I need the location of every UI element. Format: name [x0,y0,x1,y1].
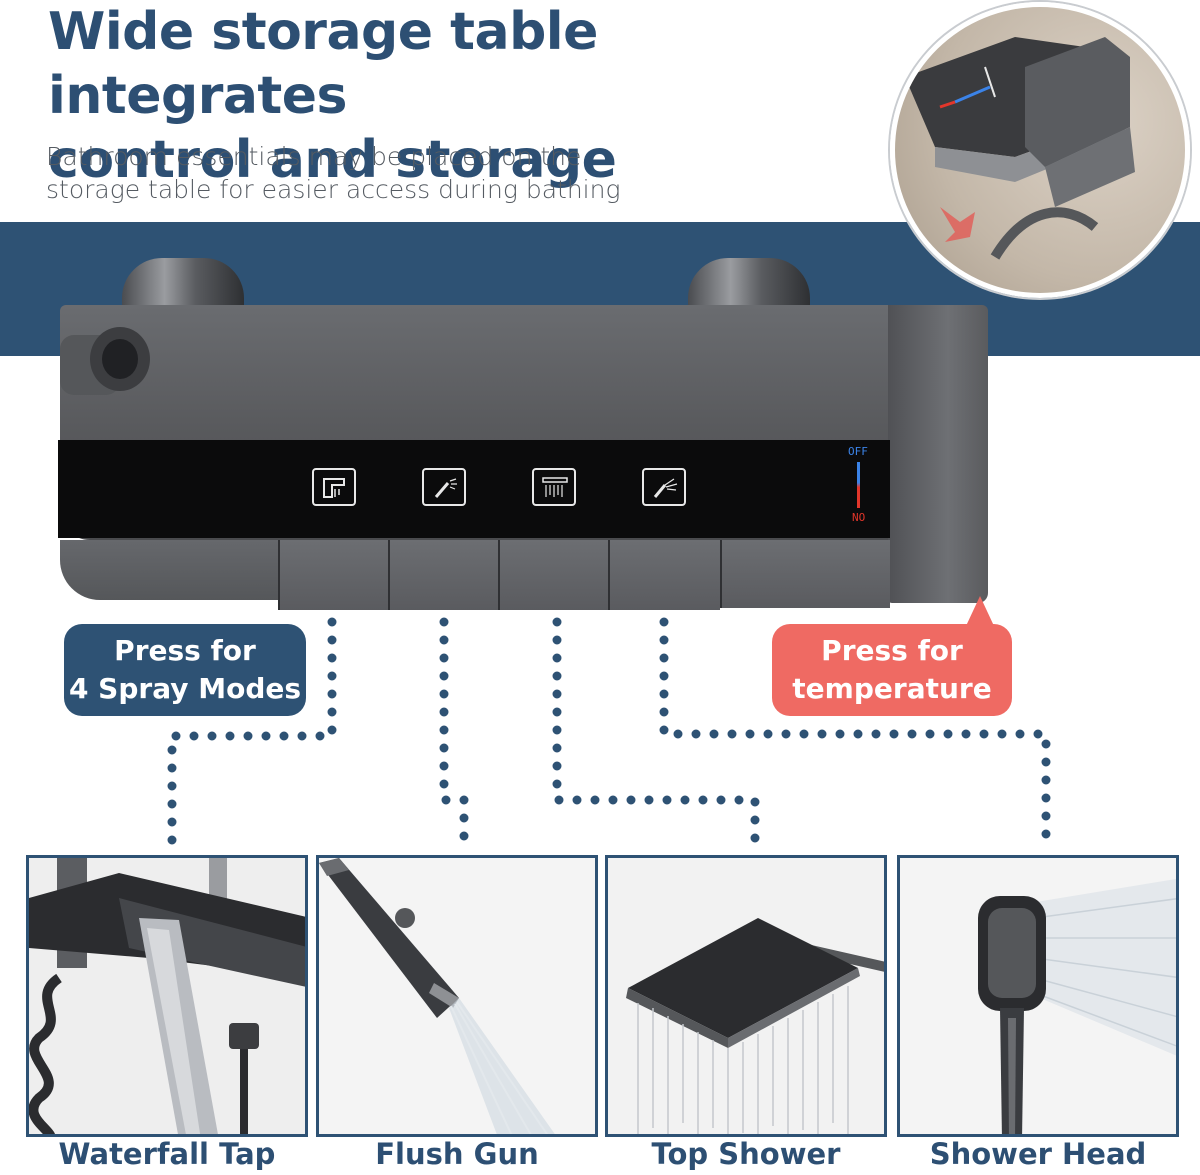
page-subtitle-line-1: Bathroom essentials may be placed on the [46,142,582,171]
shower-control-console: OFF NO [40,305,990,610]
waterfall-tap-label: Waterfall Tap [58,1137,276,1171]
connector-waterfall-tap [167,617,337,855]
temperature-on-label: NO [852,511,866,524]
shower-head-mode-icon [642,468,686,506]
flush-gun-icon [319,858,595,1134]
shower-head-label: Shower Head [929,1137,1147,1171]
top-shower-label: Top Shower [651,1137,841,1171]
top-shower-icon [608,858,884,1134]
connector-flush-gun [439,617,469,855]
flush-gun-mode-icon [422,468,466,506]
waterfall-tap-card [26,855,308,1137]
spray-modes-callout-line-2: 4 Spray Modes [68,672,302,705]
top-shower-button[interactable] [498,540,608,610]
shower-head-icon [900,858,1176,1134]
spray-modes-callout-line-1: Press for [114,634,256,667]
page-subtitle-line-2: storage table for easier access during b… [46,175,621,204]
shower-head-button[interactable] [608,540,720,610]
control-display-panel [58,440,890,538]
top-shower-mode-icon [532,468,576,506]
connector-top-shower [552,617,760,855]
top-shower-card [605,855,887,1137]
waterfall-mode-icon [312,468,356,506]
waterfall-tap-icon [29,858,305,1134]
temperature-callout-line-1: Press for [821,634,963,667]
storage-table-detail-illustration [905,37,1135,260]
page-subtitle: Bathroom essentials may be placed on the… [46,140,666,206]
temperature-gauge [857,462,860,508]
temperature-callout: Press for temperature [772,624,1012,716]
flush-gun-card [316,855,598,1137]
page-title-line-2: control and storage [48,130,617,190]
temperature-callout-pointer [966,596,994,626]
temperature-off-label: OFF [848,445,868,458]
console-ledge-left [60,540,278,600]
shower-head-card [897,855,1179,1137]
temperature-callout-line-2: temperature [792,672,992,705]
console-ledge-right [720,540,890,608]
flush-gun-label: Flush Gun [375,1137,539,1171]
connector-shower-head [659,617,1051,855]
storage-table-detail-image [890,2,1190,298]
waterfall-tap-button[interactable] [278,540,388,610]
temperature-control-block [888,305,988,603]
page-title-line-1: Wide storage table integrates [48,2,598,126]
flush-gun-button[interactable] [388,540,498,610]
spray-modes-callout: Press for 4 Spray Modes [64,624,306,716]
page-title: Wide storage table integrates control an… [48,0,908,192]
